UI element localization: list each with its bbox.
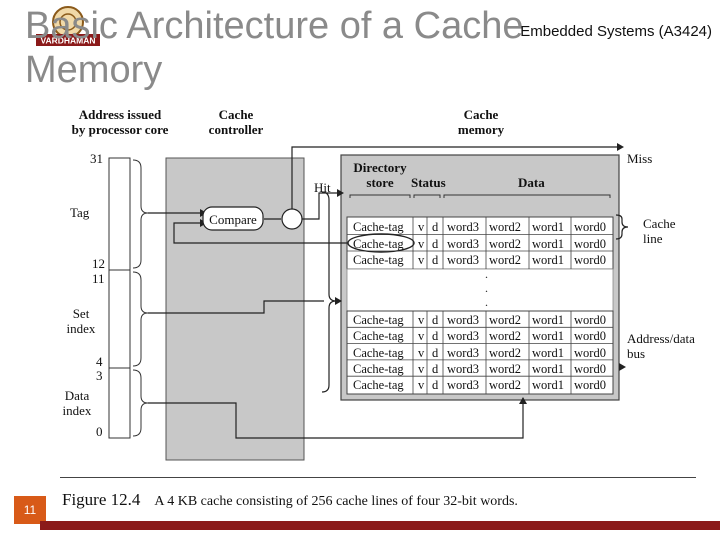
cache-row-cell: word1: [532, 253, 564, 267]
cache-row-cell: word2: [489, 253, 521, 267]
bit-11: 11: [92, 271, 105, 286]
compare-box: [202, 206, 264, 231]
bit-12: 12: [92, 256, 105, 271]
cache-row-cell: word0: [574, 361, 606, 376]
cache-row-cell: word3: [447, 253, 479, 267]
cache-row-cell: d: [432, 236, 439, 251]
cache-row-cell: word3: [447, 236, 479, 251]
cache-row-cell: d: [432, 220, 439, 234]
cache-row-cell: word1: [532, 313, 564, 327]
cache-row-cell: word2: [489, 313, 521, 327]
cache-row-cell: word3: [447, 361, 479, 376]
cache-row-cell: word1: [532, 329, 564, 344]
cache-row-cell: word0: [574, 345, 606, 360]
cache-row-cell: d: [432, 378, 439, 393]
caption-text: A 4 KB cache consisting of 256 cache lin…: [154, 494, 518, 509]
cache-row-cell: word3: [447, 345, 479, 360]
figure-caption: Figure 12.4 A 4 KB cache consisting of 25…: [62, 490, 518, 510]
hit-label: Hit: [314, 180, 331, 195]
cache-row-cell: word3: [447, 329, 479, 344]
cache-row-cell: d: [432, 313, 439, 327]
cache-row-cell: word0: [574, 236, 606, 251]
cache-row-cell: d: [432, 361, 439, 376]
cache-row-cell: word0: [574, 220, 606, 234]
address-register: [108, 157, 131, 439]
course-label: Embedded Systems (A3424): [520, 23, 712, 40]
cache-row-cell: word3: [447, 313, 479, 327]
cache-row-cell: word1: [532, 378, 564, 393]
cache-row-cell: word1: [532, 361, 564, 376]
cache-row-cell: v: [418, 313, 425, 327]
cache-row-cell: v: [418, 361, 425, 376]
svg-text:.: .: [485, 281, 488, 295]
cache-row-cell: v: [418, 378, 425, 393]
svg-text:VARDHAMAN: VARDHAMAN: [40, 36, 95, 46]
figure-number: Figure 12.4: [62, 490, 141, 509]
cache-row-cell: word2: [489, 378, 521, 393]
data-label: Data: [518, 175, 545, 190]
cache-row-cell: word2: [489, 345, 521, 360]
svg-text:.: .: [485, 267, 488, 281]
cache-row-cell: word2: [489, 329, 521, 344]
bit-0: 0: [96, 424, 103, 439]
caption-rule: [60, 477, 696, 478]
cache-row-cell: Cache-tag: [353, 220, 404, 234]
cache-controller-panel: [165, 157, 305, 461]
cache-row-cell: word2: [489, 236, 521, 251]
cache-row-cell: v: [418, 329, 425, 344]
cache-row-cell: word1: [532, 220, 564, 234]
slide-number: 11: [14, 496, 46, 524]
cache-row-cell: Cache-tag: [353, 236, 404, 251]
cache-row-cell: word1: [532, 236, 564, 251]
cache-row-cell: Cache-tag: [353, 313, 404, 327]
hit-miss-gate: [281, 208, 303, 230]
slide-title: Basic Architecture of a Cache Memory: [25, 5, 524, 91]
status-label: Status: [411, 175, 446, 190]
cache-row-cell: word0: [574, 378, 606, 393]
footer-bar: [40, 521, 720, 530]
cache-row-cell: d: [432, 329, 439, 344]
compare-label: Compare: [209, 212, 257, 227]
miss-label: Miss: [627, 151, 653, 166]
cache-row-cell: word3: [447, 378, 479, 393]
svg-text:.: .: [485, 295, 488, 309]
cache-row-cell: v: [418, 253, 425, 267]
cache-row-cell: d: [432, 345, 439, 360]
college-logo: VARDHAMAN: [36, 6, 100, 46]
cache-row-cell: v: [418, 345, 425, 360]
bit-3: 3: [96, 368, 103, 383]
cache-row-cell: Cache-tag: [353, 361, 404, 376]
cache-row-cell: word0: [574, 313, 606, 327]
cache-row-cell: Cache-tag: [353, 378, 404, 393]
bit-4: 4: [96, 354, 103, 369]
cache-row-cell: Cache-tag: [353, 329, 404, 344]
cache-row-cell: v: [418, 236, 425, 251]
cache-row-cell: word1: [532, 345, 564, 360]
bit-31: 31: [90, 151, 103, 166]
cache-row-cell: word2: [489, 220, 521, 234]
cache-row-cell: Cache-tag: [353, 253, 404, 267]
cache-row-cell: word3: [447, 220, 479, 234]
highlighted-cache-tag: [347, 233, 415, 253]
cache-row-cell: Cache-tag: [353, 345, 404, 360]
cache-row-cell: word0: [574, 253, 606, 267]
cache-row-cell: d: [432, 253, 439, 267]
tag-label: Tag: [70, 205, 90, 220]
cache-row-cell: v: [418, 220, 425, 234]
cache-row-cell: word0: [574, 329, 606, 344]
cache-row-cell: word2: [489, 361, 521, 376]
